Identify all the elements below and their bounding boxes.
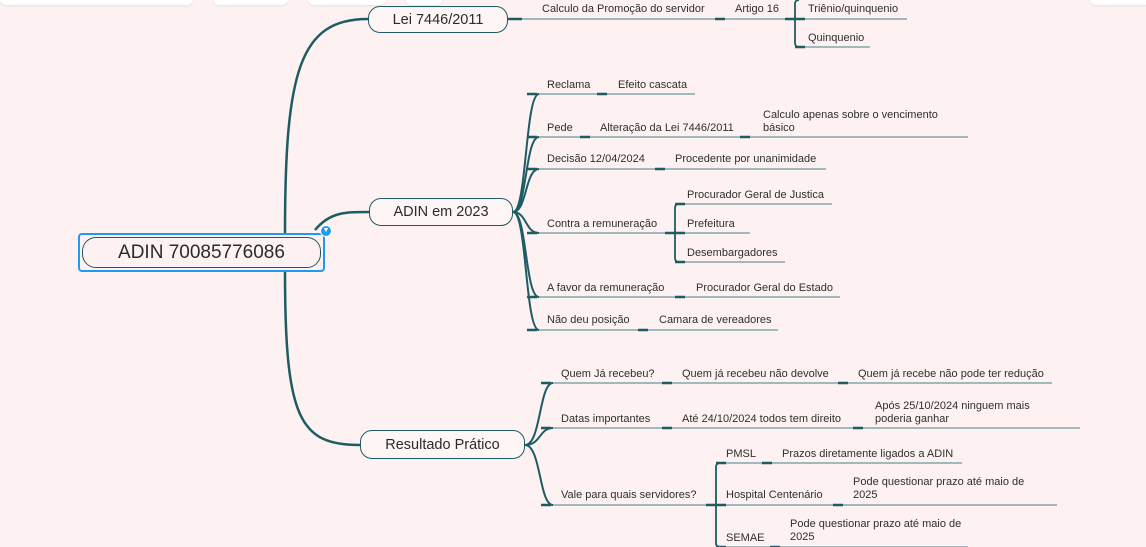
root-to-lei <box>283 17 369 234</box>
branch-adin-2023[interactable]: ADIN em 2023 <box>369 198 513 226</box>
root-node-label: ADIN 70085776086 <box>82 237 321 268</box>
topic-hospital-prazo[interactable]: Pode questionar prazo até maio de 2025 <box>853 476 1025 501</box>
toolbar-tab[interactable] <box>1090 0 1146 5</box>
branch-connector <box>512 168 540 213</box>
toolbar-tab[interactable] <box>0 0 193 5</box>
bracket-connector <box>674 233 680 263</box>
toolbar-tab[interactable] <box>405 0 443 5</box>
topic-prazos[interactable]: Prazos diretamente ligados a ADIN <box>782 448 954 460</box>
topic-vale[interactable]: Vale para quais servidores? <box>561 489 697 501</box>
branch-connector <box>524 427 554 446</box>
branch-connector <box>524 382 554 446</box>
topic-pgj[interactable]: Procurador Geral de Justica <box>687 189 824 201</box>
branch-connector <box>512 211 540 298</box>
topic-decisao[interactable]: Decisão 12/04/2024 <box>547 153 645 165</box>
bracket-connector <box>794 19 800 48</box>
bracket-connector <box>674 203 680 233</box>
topic-ate[interactable]: Até 24/10/2024 todos tem direito <box>682 413 841 425</box>
topic-quem[interactable]: Quem Já recebeu? <box>561 368 655 380</box>
topic-contra[interactable]: Contra a remuneração <box>547 218 658 230</box>
topic-semae[interactable]: SEMAE <box>726 532 765 544</box>
topic-datas[interactable]: Datas importantes <box>561 413 651 425</box>
topic-reducao[interactable]: Quem já recebe não pode ter redução <box>858 368 1044 380</box>
topic-quinquenio[interactable]: Quinquenio <box>808 32 865 44</box>
root-to-adin <box>314 210 370 231</box>
collapse-toggle-icon[interactable]: ▼ <box>320 225 332 237</box>
topic-apos[interactable]: Após 25/10/2024 ninguem mais poderia gan… <box>875 400 1030 425</box>
topic-procedente[interactable]: Procedente por unanimidade <box>675 153 817 165</box>
topic-hospital[interactable]: Hospital Centenário <box>726 489 823 501</box>
topic-artigo[interactable]: Artigo 16 <box>735 3 780 15</box>
topic-camara[interactable]: Camara de vereadores <box>659 314 772 326</box>
topic-calculo-apenas[interactable]: Calculo apenas sobre o vencimento básico <box>763 109 938 134</box>
root-to-resultado <box>283 271 361 447</box>
branch-connector <box>524 444 554 506</box>
topic-nao-devolve[interactable]: Quem já recebeu não devolve <box>682 368 829 380</box>
root-node-selected[interactable]: ADIN 70085776086 <box>78 233 325 272</box>
bracket-connector <box>715 462 721 505</box>
branch-resultado[interactable]: Resultado Prático <box>360 430 525 459</box>
topic-alteracao[interactable]: Alteração da Lei 7446/2011 <box>600 122 734 134</box>
topic-reclama[interactable]: Reclama <box>547 79 591 91</box>
topic-pge[interactable]: Procurador Geral do Estado <box>696 282 833 294</box>
topic-efeito[interactable]: Efeito cascata <box>618 79 688 91</box>
topic-pede[interactable]: Pede <box>547 122 573 134</box>
topic-trienio[interactable]: Triênio/quinquenio <box>808 3 899 15</box>
toolbar-tab[interactable] <box>308 0 386 5</box>
topic-calculo[interactable]: Calculo da Promoção do servidor <box>542 3 705 15</box>
topic-semae-prazo[interactable]: Pode questionar prazo até maio de 2025 <box>790 518 962 543</box>
topic-pmsl[interactable]: PMSL <box>726 448 756 460</box>
topic-afavor[interactable]: A favor da remuneração <box>547 282 665 294</box>
toolbar-tab[interactable] <box>213 0 288 5</box>
bracket-connector <box>794 0 800 19</box>
branch-lei[interactable]: Lei 7446/2011 <box>368 6 508 33</box>
topic-prefeitura[interactable]: Prefeitura <box>687 218 735 230</box>
bracket-connector <box>715 505 721 547</box>
topic-naodeu[interactable]: Não deu posição <box>547 314 630 326</box>
branch-connector <box>512 93 540 213</box>
branch-connector <box>512 211 540 331</box>
topic-desembargadores[interactable]: Desembargadores <box>687 247 778 259</box>
